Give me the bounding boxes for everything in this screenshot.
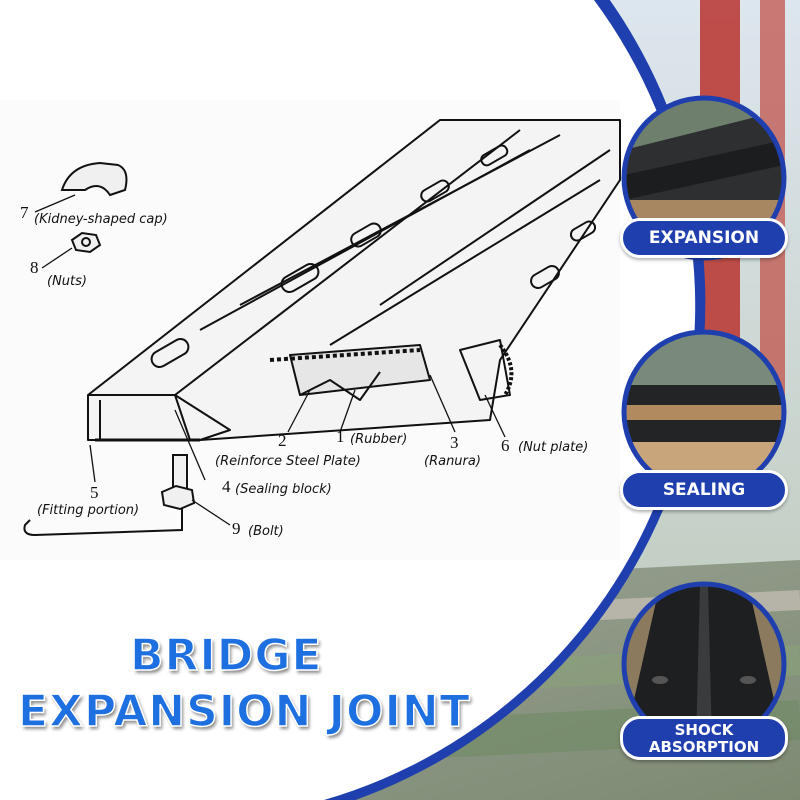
- label-bolt: (Bolt): [248, 524, 284, 539]
- label-fitting-portion: (Fitting portion): [37, 503, 140, 518]
- photo-sealing: [621, 329, 787, 495]
- callout-number-4: 4: [222, 477, 231, 496]
- callout-number-7: 7: [20, 203, 29, 222]
- callout-number-1: 1: [336, 427, 345, 446]
- label-reinforce-steel-plate: (Reinforce Steel Plate): [215, 454, 361, 469]
- bolt-icon: [23, 454, 196, 537]
- callout-number-9: 9: [232, 519, 241, 538]
- title-line-1: BRIDGE: [129, 629, 323, 682]
- label-nuts: (Nuts): [47, 274, 87, 289]
- label-rubber: (Rubber): [350, 432, 408, 447]
- title-line-2: EXPANSION JOINT: [17, 685, 471, 738]
- badge-shock-absorption: SHOCK ABSORPTION: [620, 716, 788, 760]
- badge-sealing: SEALING: [620, 470, 788, 510]
- callout-number-5: 5: [90, 483, 99, 502]
- nut-icon: [70, 231, 102, 254]
- kidney-cap-icon: [60, 161, 128, 197]
- callout-number-3: 3: [450, 433, 459, 452]
- label-nut-plate: (Nut plate): [518, 440, 589, 455]
- label-sealing-block: (Sealing block): [235, 482, 332, 497]
- callout-number-8: 8: [30, 258, 39, 277]
- label-ranura: (Ranura): [424, 454, 481, 469]
- expansion-joint-drawing: [87, 119, 621, 442]
- callout-number-2: 2: [278, 431, 287, 450]
- label-kidney-shaped-cap: (Kidney-shaped cap): [34, 212, 168, 227]
- badge-expansion: EXPANSION: [620, 218, 788, 258]
- callout-number-6: 6: [501, 436, 510, 455]
